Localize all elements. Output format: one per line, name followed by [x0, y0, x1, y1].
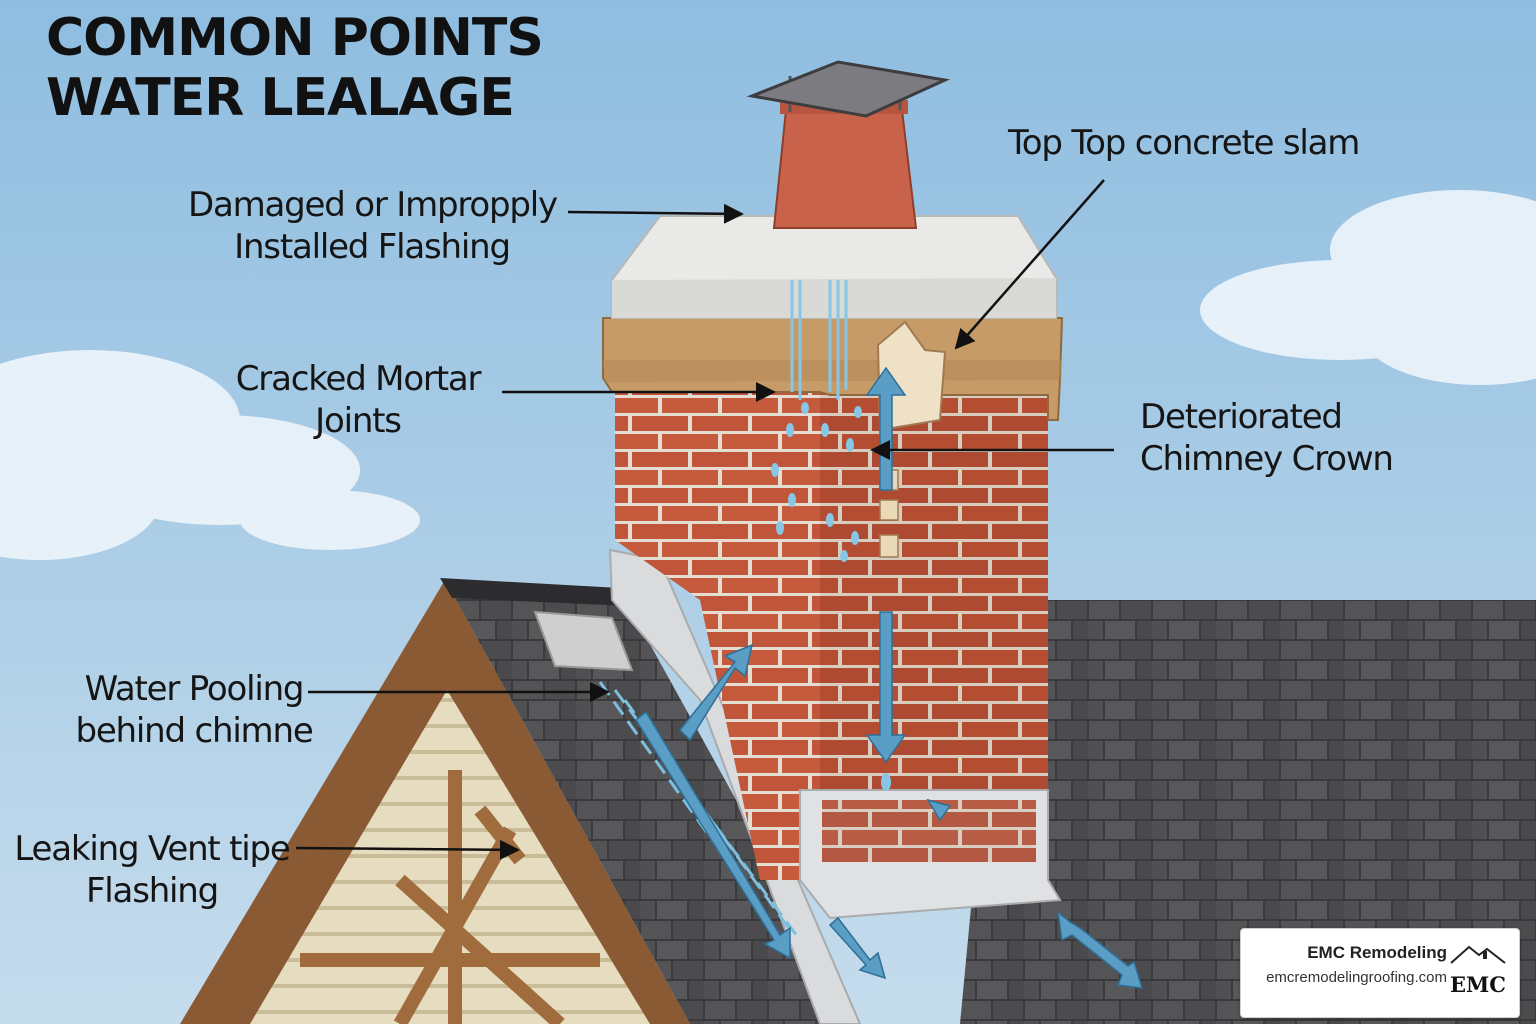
cloud-right [1200, 190, 1536, 385]
label-vent-line-1: Leaking Vent tipe [14, 829, 290, 869]
flue-liner [772, 109, 918, 229]
label-crown-line-2: Chimney Crown [1140, 439, 1394, 479]
label-pooling-line-2: behind chimne [75, 711, 313, 751]
label-crown: Deteriorated Chimney Crown [1140, 396, 1394, 480]
label-flashing-line-1: Damaged or Impropply [188, 185, 558, 225]
brand-name: EMC Remodeling [1307, 943, 1447, 962]
water-droplets [771, 402, 891, 791]
roof-ridge [440, 578, 628, 606]
flow-arrows [635, 366, 1144, 989]
arrow-runoff [635, 710, 791, 960]
arrow-down-side [865, 611, 907, 764]
label-mortar-line-1: Cracked Mortar [235, 359, 482, 399]
brand-badge: EMC Remodeling emcremodelingroofing.com … [1240, 928, 1520, 1018]
cloud-left [0, 350, 420, 560]
house-roof-icon [1450, 945, 1506, 964]
brand-url: emcremodelingroofing.com [1266, 969, 1447, 986]
title-line-1: COMMON POINTS [46, 8, 544, 68]
page-title: COMMON POINTS WATER LEALAGE [46, 8, 544, 128]
arrow-diag-flashing [678, 643, 754, 742]
chimney-front-face [615, 390, 820, 880]
label-flashing: Damaged or Impropply Installed Flashing [188, 184, 558, 268]
label-pooling-line-1: Water Pooling [84, 669, 305, 709]
base-flashing-inner [822, 800, 1036, 862]
arrow-base-left [828, 916, 887, 980]
roof-right [960, 600, 1536, 1024]
label-top-slab-line-1: Top Top concrete slam [1008, 123, 1360, 163]
label-crown-line-1: Deteriorated [1140, 397, 1343, 437]
label-pooling: Water Pooling behind chimne [72, 668, 316, 752]
water-streaks [790, 280, 848, 400]
crown-shadow [603, 360, 1062, 382]
label-vent: Leaking Vent tipe Flashing [14, 828, 290, 912]
chimney-cap [746, 60, 951, 118]
label-top-slab: Top Top concrete slam [1008, 122, 1360, 164]
label-mortar: Cracked Mortar Joints [228, 358, 488, 442]
label-flashing-line-2: Installed Flashing [234, 227, 511, 267]
brand-logo-text: EMC [1450, 972, 1506, 997]
label-mortar-line-2: Joints [315, 401, 402, 441]
arrow-small-base [926, 798, 952, 822]
title-line-2: WATER LEALAGE [46, 68, 515, 128]
label-vent-line-2: Flashing [85, 871, 219, 911]
vent-plate [533, 610, 634, 672]
concrete-slab-face [612, 278, 1056, 318]
brand-logo: EMC [1449, 941, 1507, 1001]
arrow-base-right [1056, 910, 1144, 989]
arrow-up-crown [865, 366, 907, 491]
